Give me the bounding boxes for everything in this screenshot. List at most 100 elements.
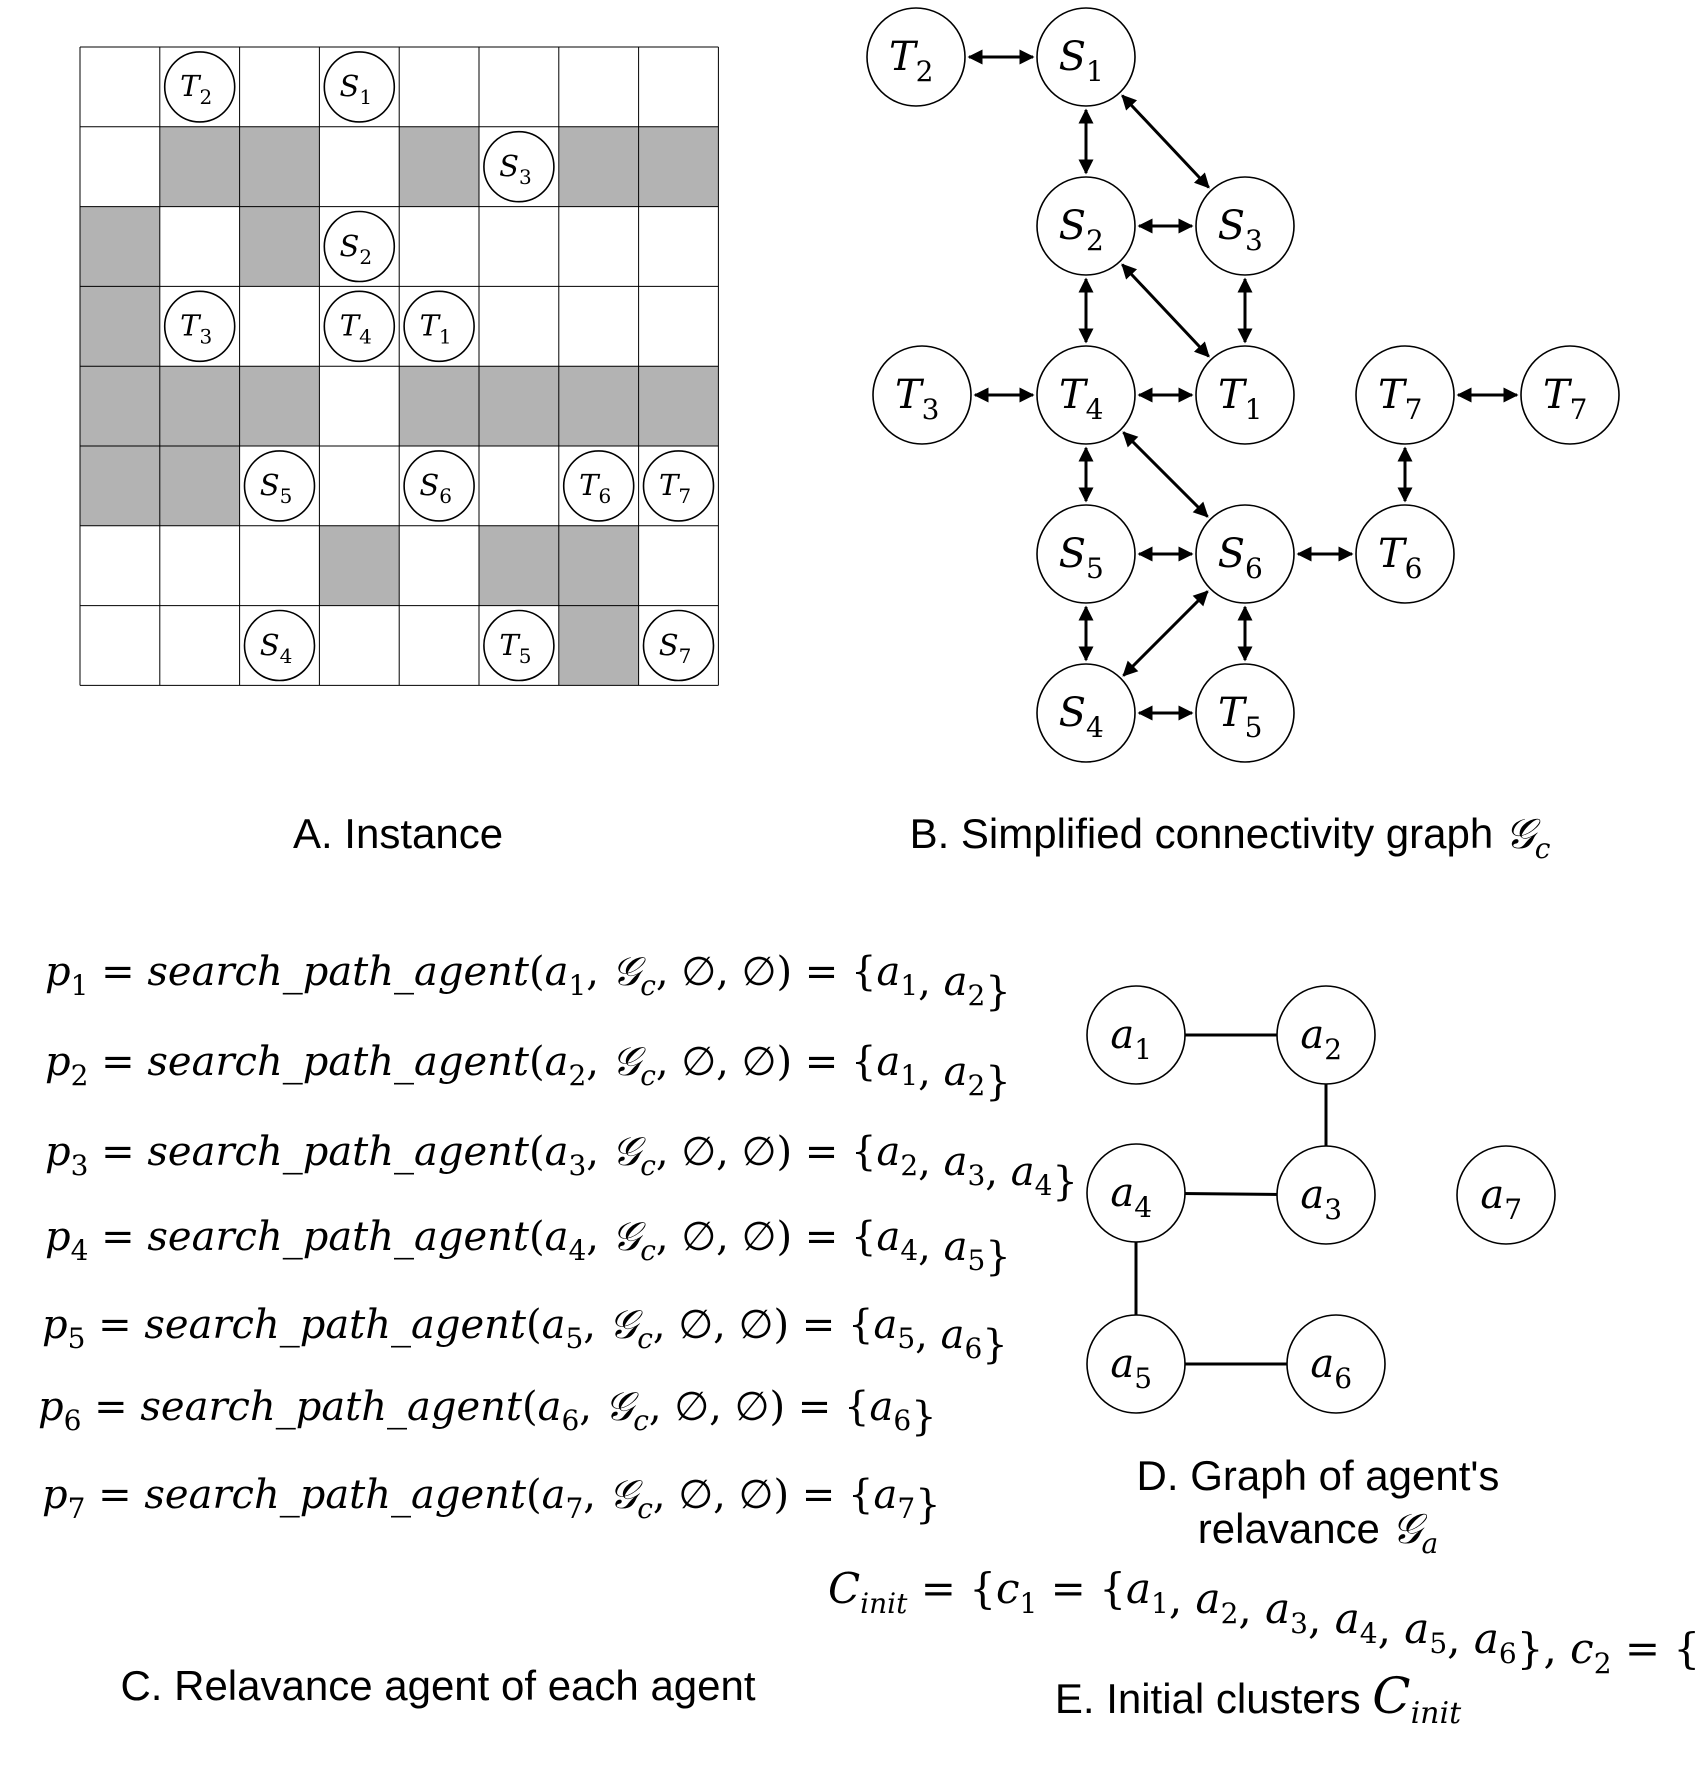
- shaded-cell: [80, 286, 160, 367]
- graph-node-s3-subscript: 3: [1245, 224, 1263, 257]
- cluster-member-letter: a: [1126, 1564, 1151, 1613]
- graph-node-t6: T6: [1355, 504, 1455, 604]
- eq-comma: ,: [716, 1039, 741, 1085]
- grid-marker-t5-circle: [483, 609, 555, 682]
- grid-marker-s4-subscript: 4: [280, 644, 293, 668]
- eq-result-letter: a: [944, 959, 968, 1005]
- eq-arg-letter: a: [545, 1129, 569, 1175]
- cluster-member-letter: a: [1404, 1604, 1429, 1653]
- eq-graph-subscript: c: [633, 1404, 649, 1437]
- eq-p-subscript: 5: [68, 1322, 86, 1355]
- shaded-cell: [479, 366, 559, 446]
- eq-empty-set: ∅: [674, 1384, 709, 1430]
- eq-result-letter: a: [873, 1302, 897, 1348]
- agent-node-a4: a4: [1086, 1143, 1186, 1243]
- grid-marker-s4-label: S4: [260, 628, 293, 668]
- graph-node-t6-subscript: 6: [1405, 552, 1423, 585]
- eq-function-name: search_path_agent: [144, 1472, 527, 1518]
- eq-result-close: }: [911, 1394, 936, 1440]
- graph-node-s4-letter: S: [1059, 690, 1086, 736]
- agent-node-a4-circle: [1086, 1143, 1186, 1243]
- graph-node-s6: S6: [1195, 504, 1295, 604]
- graph-node-t3-circle: [872, 345, 972, 445]
- graph-node-s3: S3: [1195, 176, 1295, 276]
- agent-node-a1-circle: [1086, 985, 1186, 1085]
- grid-marker-s6-letter: S: [419, 468, 439, 502]
- graph-node-t1-circle: [1195, 345, 1295, 445]
- eq-comma: ,: [656, 949, 681, 995]
- eq-comma: ,: [586, 949, 611, 995]
- eq-function-name: search_path_agent: [147, 1129, 530, 1175]
- eq-result-letter: a: [876, 1214, 900, 1260]
- cluster-comma: ,: [1308, 1594, 1335, 1643]
- graph-node-t5: T5: [1195, 663, 1295, 763]
- eq-function-name: search_path_agent: [147, 949, 530, 995]
- grid-marker-t1-circle: [403, 290, 475, 363]
- graph-node-s2-label: S2: [1059, 203, 1104, 257]
- eq-paren-open: (: [529, 1214, 545, 1260]
- agent-node-a6-label: a6: [1310, 1341, 1352, 1395]
- grid-marker-s5-subscript: 5: [280, 484, 293, 508]
- grid-marker-s3-label: S3: [499, 149, 532, 189]
- agent-node-a3-label: a3: [1300, 1172, 1342, 1226]
- grid-marker-s2-letter: S: [340, 229, 360, 263]
- grid-marker-t7-circle: [642, 450, 715, 522]
- cluster-member-letter: a: [1474, 1614, 1499, 1663]
- agent-node-a2-subscript: 2: [1324, 1033, 1342, 1066]
- grid-marker-t3-letter: T: [180, 309, 202, 343]
- eq-comma: ,: [653, 1472, 678, 1518]
- grid-marker-t6-letter: T: [579, 468, 601, 502]
- grid-marker-s3-circle: [483, 130, 555, 203]
- eq-result-open: ) = {: [773, 1302, 873, 1348]
- graph-node-t3: T3: [872, 345, 972, 445]
- panel-d-caption-text: relavance: [1198, 1505, 1392, 1552]
- eq-comma: ,: [579, 1384, 604, 1430]
- cluster-name: c: [996, 1564, 1020, 1613]
- eq-result-open: ) = {: [773, 1472, 873, 1518]
- cluster-member-subscript: 5: [1429, 1627, 1447, 1660]
- equation-p3: p3 = search_path_agent(a3, 𝒢c, ∅, ∅) = {…: [45, 1129, 1078, 1205]
- grid-marker-t4-subscript: 4: [359, 325, 372, 349]
- edge-s2-t1: [1121, 263, 1210, 358]
- eq-comma: ,: [985, 1149, 1010, 1195]
- cluster-comma: ,: [1238, 1584, 1265, 1633]
- grid-marker-s1-letter: S: [340, 69, 360, 103]
- shaded-cell: [399, 126, 479, 207]
- eq-result-letter: a: [873, 1472, 897, 1518]
- grid-marker-s3-letter: S: [499, 149, 519, 183]
- eq-result-subscript: 2: [967, 979, 985, 1012]
- graph-node-t7b-circle: [1520, 345, 1620, 445]
- grid-marker-t4-label: T4: [340, 309, 372, 349]
- graph-node-t5-label: T5: [1218, 690, 1263, 744]
- eq-result-letter: a: [941, 1312, 965, 1358]
- grid-marker-t7-label: T7: [659, 468, 691, 508]
- panel-e-caption-subscript: init: [1411, 1696, 1463, 1731]
- equation-p7: p7 = search_path_agent(a7, 𝒢c, ∅, ∅) = {…: [42, 1472, 941, 1528]
- agent-node-a7-subscript: 7: [1504, 1193, 1522, 1226]
- panel-c-equations: p1 = search_path_agent(a1, 𝒢c, ∅, ∅) = {…: [38, 949, 1078, 1528]
- grid-marker-t1: T1: [403, 290, 475, 363]
- grid-marker-s5-letter: S: [260, 468, 280, 502]
- graph-node-t7a-label: T7: [1378, 372, 1423, 426]
- eq-result-subscript: 2: [967, 1069, 985, 1102]
- clusters-subscript: init: [860, 1587, 908, 1620]
- grid-marker-s1-label: S1: [340, 69, 373, 109]
- eq-result-open: ) = {: [776, 1129, 876, 1175]
- cluster-open: = {: [1612, 1624, 1699, 1673]
- clusters-symbol: C: [828, 1564, 860, 1613]
- eq-comma: ,: [583, 1472, 608, 1518]
- panel-d-caption-subscript: a: [1421, 1527, 1438, 1560]
- grid-marker-s2-label: S2: [340, 229, 373, 269]
- eq-p-letter: p: [42, 1302, 68, 1348]
- eq-comma: ,: [918, 959, 943, 1005]
- grid-marker-t3-label: T3: [180, 309, 212, 349]
- grid-marker-s2-circle: [323, 210, 396, 283]
- equation-p4: p4 = search_path_agent(a4, 𝒢c, ∅, ∅) = {…: [45, 1214, 1011, 1280]
- graph-node-s5-label: S5: [1059, 531, 1104, 585]
- agent-node-a3-subscript: 3: [1324, 1193, 1342, 1226]
- cluster-comma: ,: [1169, 1574, 1196, 1623]
- cluster-member-subscript: 6: [1499, 1637, 1517, 1670]
- eq-empty-set: ∅: [735, 1384, 770, 1430]
- graph-node-t2a-label: T2: [889, 34, 934, 88]
